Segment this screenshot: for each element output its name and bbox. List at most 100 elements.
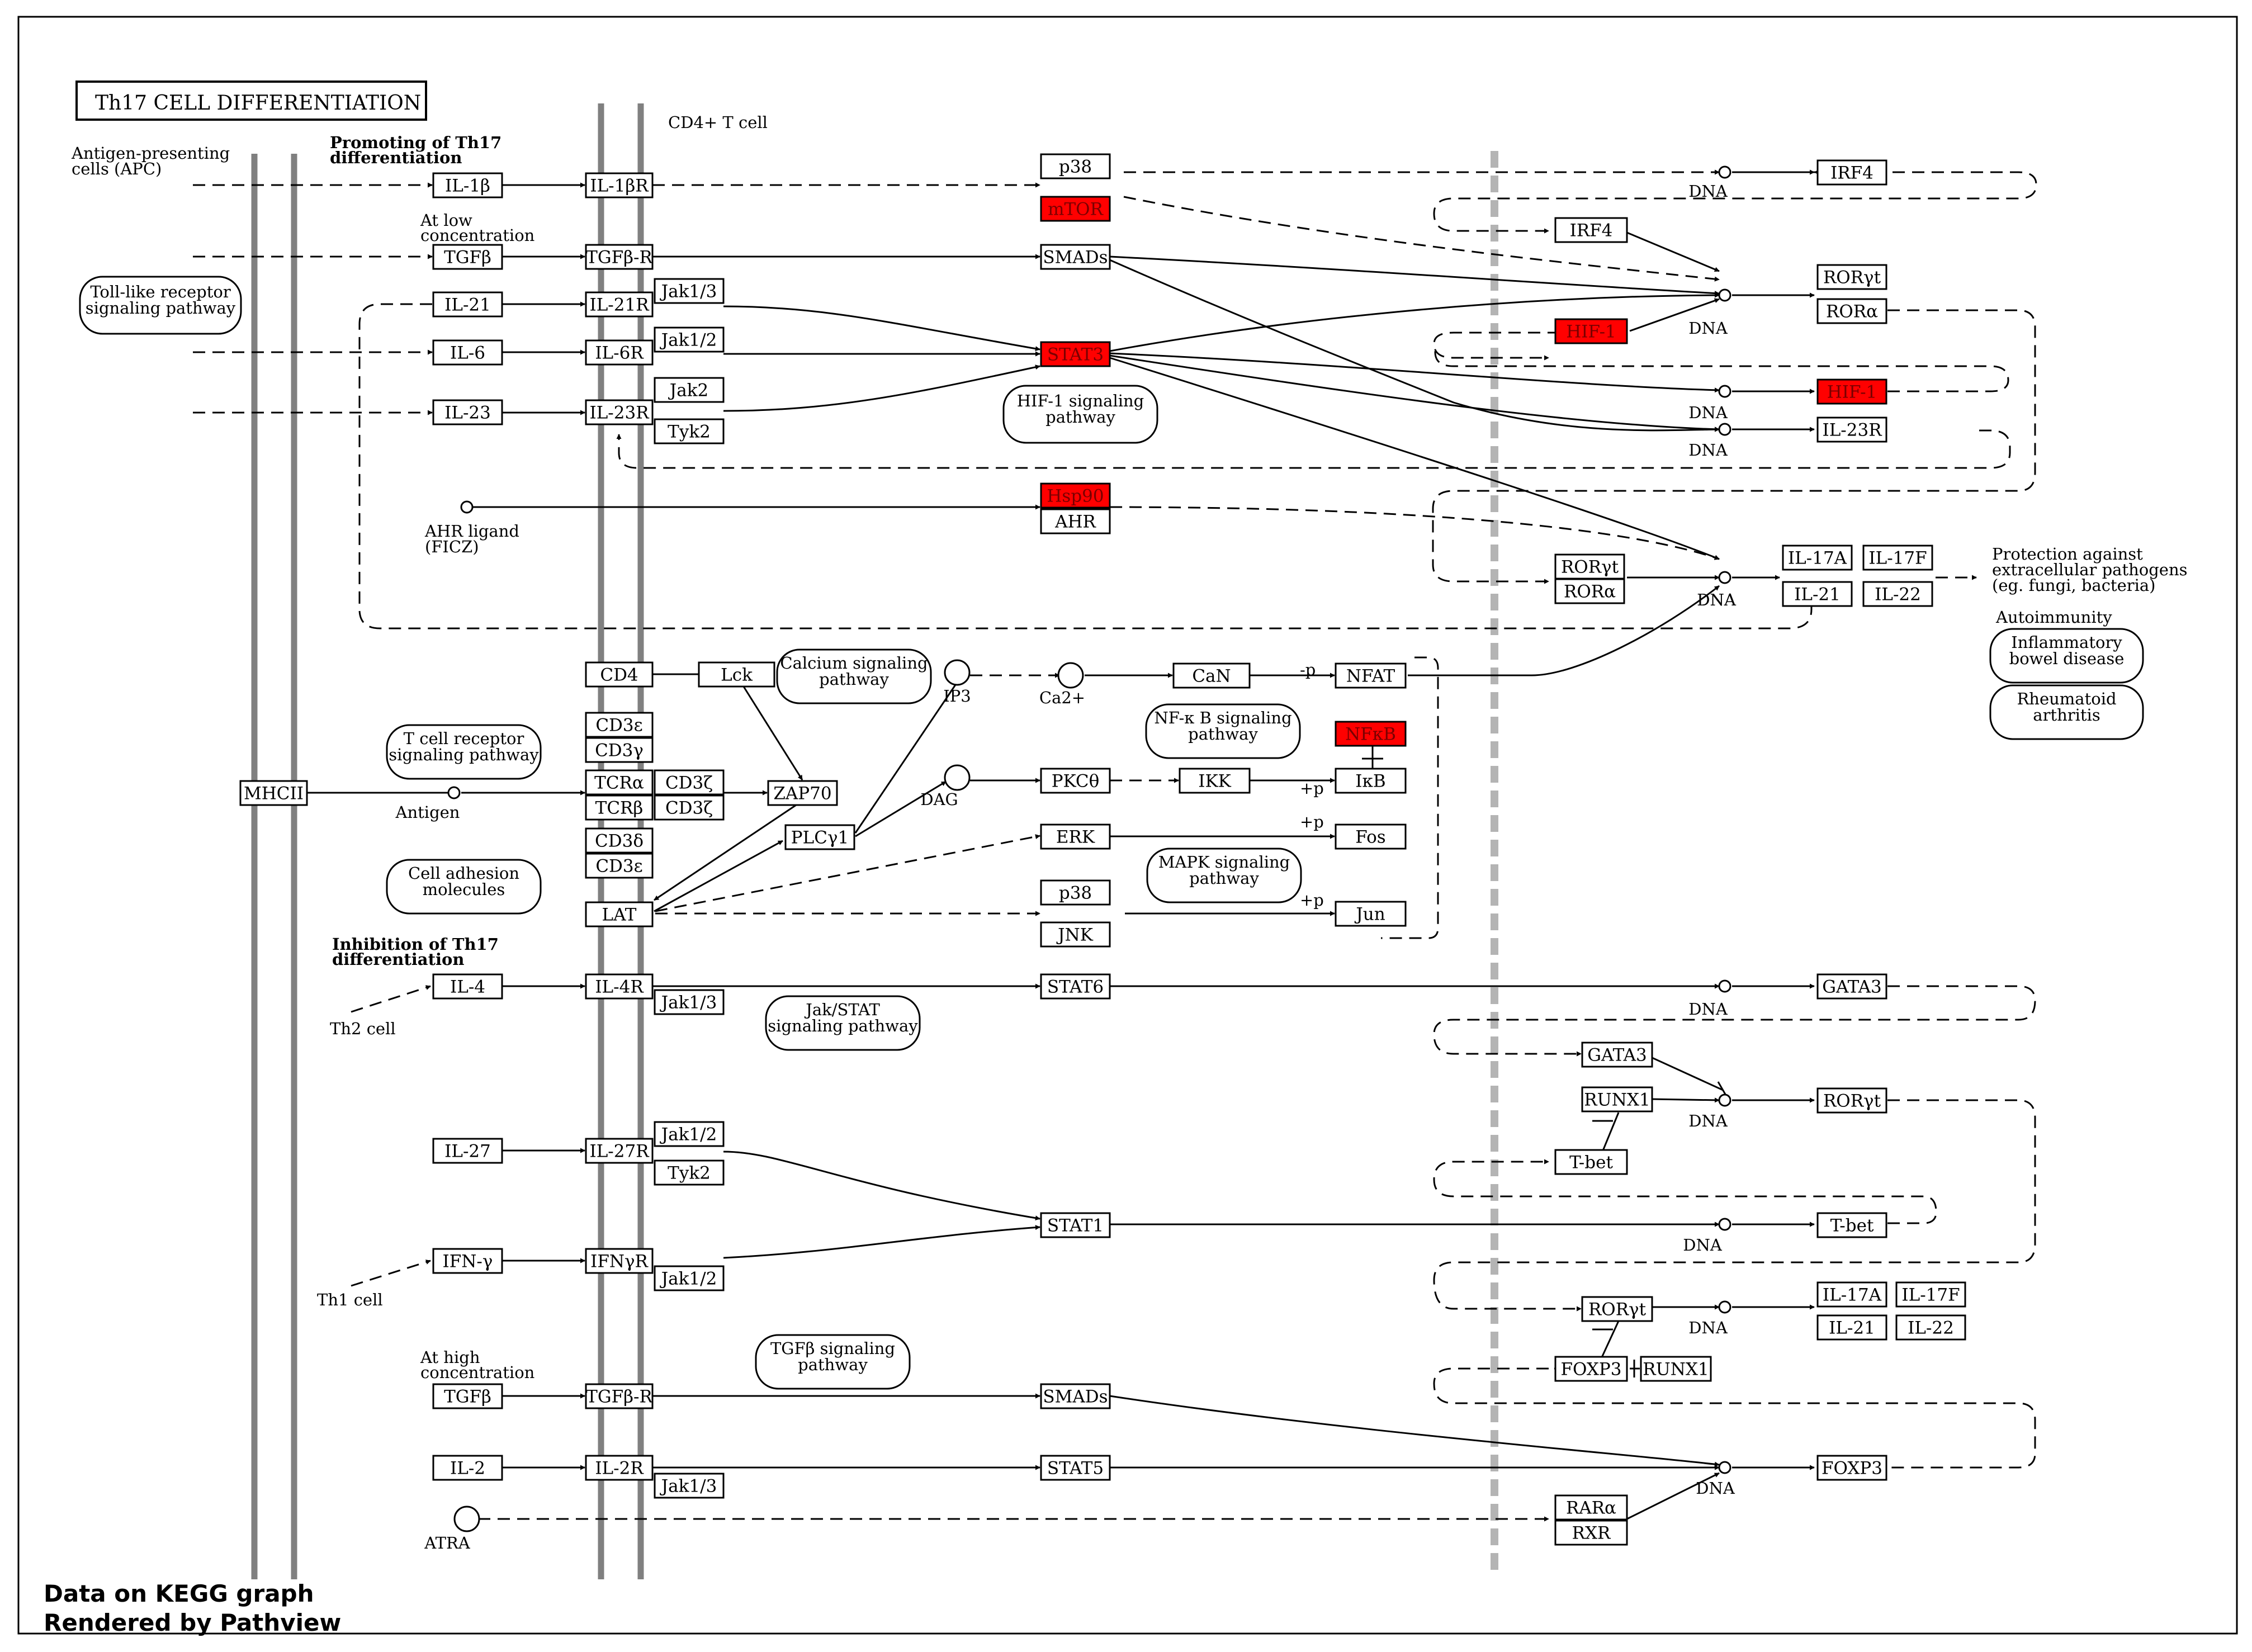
gene-node-il21[interactable]: IL-21 bbox=[432, 291, 503, 318]
gene-node-hif1_in[interactable]: HIF-1 bbox=[1554, 318, 1628, 344]
gene-node-irf4_in[interactable]: IRF4 bbox=[1554, 217, 1628, 243]
gene-node-il22_2[interactable]: IL-22 bbox=[1895, 1314, 1966, 1341]
gene-node-lat[interactable]: LAT bbox=[585, 901, 654, 927]
gene-node-smads2[interactable]: SMADs bbox=[1040, 1383, 1111, 1409]
gene-node-il23[interactable]: IL-23 bbox=[432, 399, 503, 425]
gene-node-ahr[interactable]: AHR bbox=[1040, 508, 1111, 534]
gene-node-runx1b[interactable]: RUNX1 bbox=[1640, 1356, 1712, 1382]
gene-node-zap70[interactable]: ZAP70 bbox=[767, 780, 838, 806]
gene-node-jnk[interactable]: JNK bbox=[1040, 921, 1111, 948]
gene-node-stat1[interactable]: STAT1 bbox=[1040, 1212, 1111, 1238]
gene-node-il1br[interactable]: IL-1βR bbox=[585, 172, 654, 198]
gene-node-cd3g[interactable]: CD3γ bbox=[585, 737, 654, 763]
gene-node-rara[interactable]: RARα bbox=[1554, 1494, 1628, 1521]
gene-node-can[interactable]: CaN bbox=[1172, 662, 1251, 689]
gene-node-il21_2[interactable]: IL-21 bbox=[1816, 1314, 1887, 1341]
gene-node-p38b[interactable]: p38 bbox=[1040, 879, 1111, 906]
gene-node-gata3_in[interactable]: GATA3 bbox=[1581, 1042, 1653, 1068]
gene-node-tbet_out[interactable]: T-bet bbox=[1816, 1212, 1887, 1238]
gene-node-jak12b[interactable]: Jak1/2 bbox=[654, 1121, 725, 1147]
gene-node-hif1_out[interactable]: HIF-1 bbox=[1816, 378, 1887, 405]
gene-node-erk[interactable]: ERK bbox=[1040, 823, 1111, 850]
gene-node-rxr[interactable]: RXR bbox=[1554, 1520, 1628, 1546]
gene-node-tcrb[interactable]: TCRβ bbox=[585, 794, 654, 821]
gene-node-il17a2[interactable]: IL-17A bbox=[1816, 1281, 1887, 1308]
gene-node-ikk[interactable]: IKK bbox=[1179, 768, 1251, 794]
gene-node-nfkb[interactable]: NFκB bbox=[1335, 721, 1407, 747]
gene-node-stat6[interactable]: STAT6 bbox=[1040, 973, 1111, 1000]
gene-node-il4r[interactable]: IL-4R bbox=[585, 973, 654, 1000]
gene-node-cd3z1[interactable]: CD3ζ bbox=[654, 769, 725, 796]
gene-node-runx1a[interactable]: RUNX1 bbox=[1581, 1086, 1653, 1113]
gene-node-cd3e1[interactable]: CD3ε bbox=[585, 712, 654, 738]
gene-node-jak12a[interactable]: Jak1/2 bbox=[654, 326, 725, 353]
gene-node-tgfbr1[interactable]: TGFβ-R bbox=[585, 244, 654, 270]
gene-node-p38a[interactable]: p38 bbox=[1040, 153, 1111, 179]
gene-node-cd4[interactable]: CD4 bbox=[585, 661, 654, 688]
gene-node-tyk2a[interactable]: Tyk2 bbox=[654, 418, 725, 444]
gene-node-stat5[interactable]: STAT5 bbox=[1040, 1455, 1111, 1481]
gene-node-lck[interactable]: Lck bbox=[698, 661, 775, 688]
gene-node-il6r[interactable]: IL-6R bbox=[585, 339, 654, 366]
gene-node-nfat[interactable]: NFAT bbox=[1335, 662, 1407, 689]
gene-node-rorgt3[interactable]: RORγt bbox=[1816, 1087, 1887, 1114]
gene-node-cd3e2[interactable]: CD3ε bbox=[585, 853, 654, 879]
gene-node-tgfb_high[interactable]: TGFβ bbox=[432, 1383, 503, 1409]
gene-node-il21r[interactable]: IL-21R bbox=[585, 291, 654, 318]
gene-node-il2r[interactable]: IL-2R bbox=[585, 1455, 654, 1481]
gene-node-jak13c[interactable]: Jak1/3 bbox=[654, 1473, 725, 1499]
gene-node-tgfb_low[interactable]: TGFβ bbox=[432, 244, 503, 270]
gene-node-jak2[interactable]: Jak2 bbox=[654, 377, 725, 403]
gene-node-il1b[interactable]: IL-1β bbox=[432, 172, 503, 198]
gene-node-il22_1[interactable]: IL-22 bbox=[1862, 581, 1933, 607]
gene-node-pkct[interactable]: PKCθ bbox=[1040, 768, 1111, 794]
gene-node-jun[interactable]: Jun bbox=[1335, 901, 1407, 927]
gene-node-rorgt1[interactable]: RORγt bbox=[1816, 264, 1887, 290]
gene-node-hsp90[interactable]: Hsp90 bbox=[1040, 482, 1111, 509]
gene-node-irf4_out[interactable]: IRF4 bbox=[1816, 159, 1887, 186]
gene-node-ifngr[interactable]: IFNγR bbox=[585, 1248, 654, 1274]
gene-node-il21_out[interactable]: IL-21 bbox=[1782, 581, 1853, 607]
gene-node-gata3_out[interactable]: GATA3 bbox=[1816, 973, 1887, 1000]
gene-node-stat3[interactable]: STAT3 bbox=[1040, 341, 1111, 367]
gene-node-cd3d[interactable]: CD3δ bbox=[585, 827, 654, 854]
gene-node-mhcii[interactable]: MHCII bbox=[239, 780, 308, 806]
gene-node-tgfbr2[interactable]: TGFβ-R bbox=[585, 1383, 654, 1409]
gene-node-il23r_mem[interactable]: IL-23R bbox=[585, 399, 654, 425]
gene-node-jak13a[interactable]: Jak1/3 bbox=[654, 278, 725, 304]
gene-node-il6[interactable]: IL-6 bbox=[432, 339, 503, 366]
gene-node-il17f1[interactable]: IL-17F bbox=[1862, 545, 1933, 571]
gene-node-smads1[interactable]: SMADs bbox=[1040, 244, 1111, 270]
gene-node-tcra[interactable]: TCRα bbox=[585, 769, 654, 796]
gene-node-ikb[interactable]: IκB bbox=[1335, 768, 1407, 794]
gene-node-mtor[interactable]: mTOR bbox=[1040, 196, 1111, 222]
gene-node-il4[interactable]: IL-4 bbox=[432, 973, 503, 1000]
gene-node-ifng[interactable]: IFN-γ bbox=[432, 1248, 503, 1274]
gene-node-rora2[interactable]: RORα bbox=[1554, 578, 1625, 604]
gene-node-cd3z2[interactable]: CD3ζ bbox=[654, 794, 725, 821]
gene-node-il23r_out[interactable]: IL-23R bbox=[1816, 416, 1887, 443]
gene-node-tyk2b[interactable]: Tyk2 bbox=[654, 1159, 725, 1186]
gene-node-foxp3_out[interactable]: FOXP3 bbox=[1816, 1455, 1887, 1481]
gene-node-tbet_in[interactable]: T-bet bbox=[1554, 1149, 1628, 1175]
gene-node-foxp3_in[interactable]: FOXP3 bbox=[1554, 1356, 1628, 1382]
gene-node-rora1[interactable]: RORα bbox=[1816, 298, 1887, 324]
gene-node-il17f2[interactable]: IL-17F bbox=[1895, 1281, 1966, 1308]
gene-node-fos[interactable]: Fos bbox=[1335, 823, 1407, 850]
gene-node-il2[interactable]: IL-2 bbox=[432, 1455, 503, 1481]
gene-node-il27[interactable]: IL-27 bbox=[432, 1138, 503, 1164]
gene-node-rorgt4[interactable]: RORγt bbox=[1581, 1296, 1653, 1322]
gene-node-rorgt2[interactable]: RORγt bbox=[1554, 553, 1625, 580]
gene-node-il27r[interactable]: IL-27R bbox=[585, 1138, 654, 1164]
